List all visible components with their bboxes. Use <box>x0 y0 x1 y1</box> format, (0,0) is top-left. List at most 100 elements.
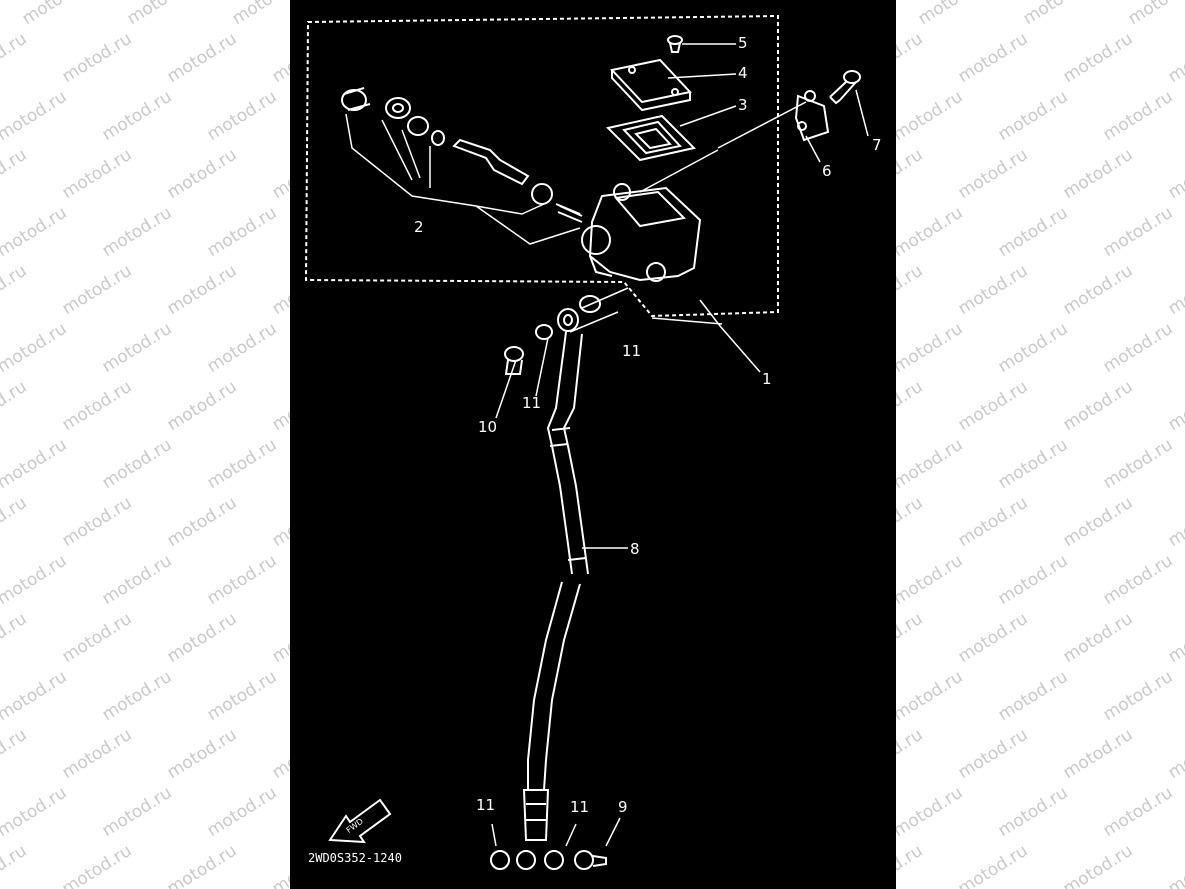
watermark-text: motod.ru <box>896 376 927 436</box>
fwd-arrow-icon: FWD <box>328 798 392 844</box>
callout-6: 6 <box>822 162 832 180</box>
watermark-text: motod.ru <box>954 492 1032 552</box>
watermark-text: motod.ru <box>1059 608 1137 668</box>
watermark-text: motod.ru <box>0 28 31 88</box>
part-5-screw <box>667 35 683 53</box>
watermark-text: motod.ru <box>203 434 281 494</box>
watermark-text: motod.ru <box>896 492 927 552</box>
watermark-text: motod.ru <box>163 492 241 552</box>
watermark-text: motod.ru <box>1164 260 1185 320</box>
watermark-text: motod.ru <box>1124 0 1185 30</box>
watermark-text: motod.ru <box>1099 86 1177 146</box>
watermark-text: motod.ru <box>994 318 1072 378</box>
watermark-text: motod.ru <box>1099 782 1177 842</box>
watermark-text: motod.ru <box>0 434 71 494</box>
callout-1: 1 <box>762 370 772 388</box>
watermark-text: motod.ru <box>0 260 31 320</box>
watermark-text: motod.ru <box>163 840 241 889</box>
callout-7: 7 <box>872 136 882 154</box>
watermark-text: motod.ru <box>0 492 31 552</box>
watermark-text: motod.ru <box>203 318 281 378</box>
callout-4: 4 <box>738 64 748 82</box>
callout-11-lower-left: 11 <box>476 796 496 814</box>
watermark-text: motod.ru <box>163 28 241 88</box>
watermark-text: motod.ru <box>203 86 281 146</box>
part-2-leader-lines <box>345 113 581 245</box>
watermark-text: motod.ru <box>994 550 1072 610</box>
watermark-text: motod.ru <box>896 666 967 726</box>
watermark-text: motod.ru <box>1099 434 1177 494</box>
callout-8: 8 <box>630 540 640 558</box>
callout-2: 2 <box>414 218 424 236</box>
assembly-boundary <box>304 14 779 318</box>
part-6-holder <box>794 90 830 142</box>
watermark-text: motod.ru <box>896 782 967 842</box>
watermark-text: motod.ru <box>896 202 967 262</box>
watermark-text: motod.ru <box>163 608 241 668</box>
watermark-text: motod.ru <box>896 724 927 784</box>
watermark-text: motod.ru <box>1164 608 1185 668</box>
watermark-text: motod.ru <box>1019 0 1097 30</box>
part-2-piston-kit <box>341 87 583 223</box>
watermark-text: motod.ru <box>1164 376 1185 436</box>
diagram-drawing: FWD <box>304 14 869 870</box>
watermark-text: motod.ru <box>896 86 967 146</box>
watermark-text: motod.ru <box>1164 492 1185 552</box>
watermark-text: motod.ru <box>268 840 290 889</box>
watermark-text: motod.ru <box>954 144 1032 204</box>
callout-5: 5 <box>738 34 748 52</box>
watermark-text: motod.ru <box>0 376 31 436</box>
watermark-text: motod.ru <box>98 434 176 494</box>
watermark-text: motod.ru <box>896 318 967 378</box>
watermark-text: motod.ru <box>1164 28 1185 88</box>
watermark-text: motod.ru <box>163 260 241 320</box>
watermark-text: motod.ru <box>954 724 1032 784</box>
watermark-text: motod.ru <box>0 840 31 889</box>
exploded-parts-diagram: FWD 5 4 3 7 6 2 11 1 11 10 8 11 11 9 2WD… <box>290 0 896 889</box>
watermark-text: motod.ru <box>98 666 176 726</box>
watermark-text: motod.ru <box>1059 144 1137 204</box>
watermark-text: motod.ru <box>98 202 176 262</box>
part-7-bolt <box>829 70 861 105</box>
watermark-text: motod.ru <box>98 318 176 378</box>
watermark-text: motod.ru <box>994 782 1072 842</box>
callout-9: 9 <box>618 798 628 816</box>
callout-leader-lines <box>491 43 869 847</box>
part-1-master-cylinder-body <box>581 183 702 282</box>
watermark-text: motod.ru <box>203 782 281 842</box>
watermark-text: motod.ru <box>0 86 71 146</box>
part-3-diaphragm <box>606 114 696 162</box>
watermark-text: motod.ru <box>994 434 1072 494</box>
watermark-text: motod.ru <box>58 144 136 204</box>
callout-11-lower-right: 11 <box>570 798 590 816</box>
watermark-text: motod.ru <box>1059 376 1137 436</box>
watermark-text: motod.ru <box>954 260 1032 320</box>
watermark-text: motod.ru <box>1164 144 1185 204</box>
watermark-text: motod.ru <box>994 666 1072 726</box>
watermark-text: motod.ru <box>58 840 136 889</box>
watermark-text: motod.ru <box>1099 550 1177 610</box>
watermark-text: motod.ru <box>994 202 1072 262</box>
watermark-text: motod.ru <box>954 840 1032 889</box>
watermark-text: motod.ru <box>268 608 290 668</box>
watermark-text: motod.ru <box>203 202 281 262</box>
watermark-text: motod.ru <box>163 376 241 436</box>
watermark-text: motod.ru <box>98 550 176 610</box>
watermark-text: motod.ru <box>1164 840 1185 889</box>
watermark-text: motod.ru <box>1059 724 1137 784</box>
watermark-text: motod.ru <box>18 0 96 30</box>
part-4-reservoir-cap <box>610 58 692 112</box>
watermark-text: motod.ru <box>896 144 927 204</box>
watermark-text: motod.ru <box>58 260 136 320</box>
watermark-text: motod.ru <box>268 260 290 320</box>
watermark-text: motod.ru <box>58 376 136 436</box>
watermark-text: motod.ru <box>58 608 136 668</box>
watermark-text: motod.ru <box>0 318 71 378</box>
watermark-text: motod.ru <box>228 0 290 30</box>
watermark-text: motod.ru <box>58 724 136 784</box>
bottom-fittings-group <box>490 850 607 870</box>
watermark-text: motod.ru <box>0 144 31 204</box>
watermark-text: motod.ru <box>896 28 927 88</box>
watermark-text: motod.ru <box>0 666 71 726</box>
